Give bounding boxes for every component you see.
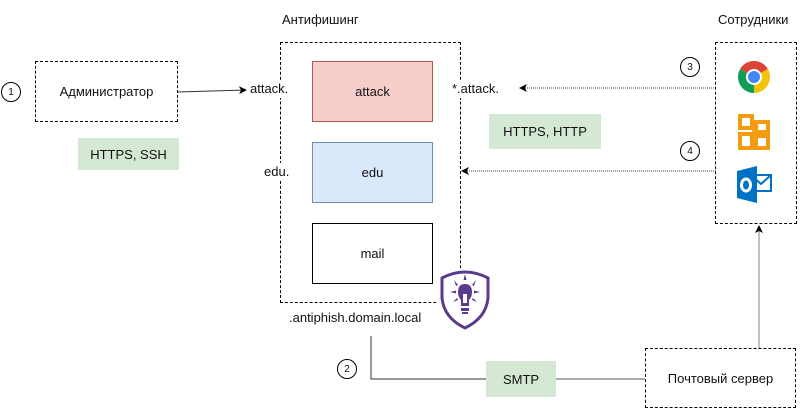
step-3-badge: 3 (680, 57, 700, 77)
edu-component-label: edu (361, 165, 384, 180)
edu-component[interactable]: edu (312, 142, 433, 203)
office-icon[interactable] (738, 114, 770, 150)
shield-lightbulb-icon (438, 268, 492, 330)
employee-protocols-tag: HTTPS, HTTP (489, 114, 601, 149)
step-number: 1 (8, 86, 14, 98)
wildcard-attack-label: *.attack. (452, 80, 499, 98)
smtp-tag: SMTP (486, 361, 556, 397)
domain-suffix-label: .antiphish.domain.local (289, 310, 422, 325)
chrome-icon[interactable] (736, 59, 772, 95)
attack-component-label: attack (355, 84, 390, 99)
step-number: 3 (687, 61, 693, 73)
step-number: 2 (344, 363, 350, 375)
mail-component-label: mail (360, 246, 385, 261)
admin-protocols-tag: HTTPS, SSH (78, 138, 179, 170)
outlook-icon[interactable] (735, 166, 773, 203)
admin-protocols-label: HTTPS, SSH (90, 146, 167, 162)
admin-to-antiphishing-arrow (176, 86, 247, 95)
employee-protocols-label: HTTPS, HTTP (503, 124, 587, 139)
admin-node[interactable]: Администратор (35, 61, 178, 122)
attack-subdomain-label: attack. (250, 80, 289, 98)
admin-label: Администратор (59, 83, 154, 99)
attack-component[interactable]: attack (312, 61, 433, 122)
smtp-connector (370, 336, 486, 380)
step-1-badge: 1 (1, 82, 21, 102)
mail-server-label: Почтовый сервер (667, 370, 774, 386)
antiphishing-title: Антифишинг (282, 12, 359, 27)
step-2-badge: 2 (337, 359, 357, 379)
step-number: 4 (687, 145, 693, 157)
mail-server-node[interactable]: Почтовый сервер (645, 348, 796, 408)
edu-subdomain-label: edu. (264, 163, 290, 181)
employees-title: Сотрудники (718, 12, 789, 27)
mail-component[interactable]: mail (312, 223, 433, 284)
employees-container (715, 42, 797, 224)
step-4-badge: 4 (680, 141, 700, 161)
smtp-label: SMTP (502, 371, 540, 387)
